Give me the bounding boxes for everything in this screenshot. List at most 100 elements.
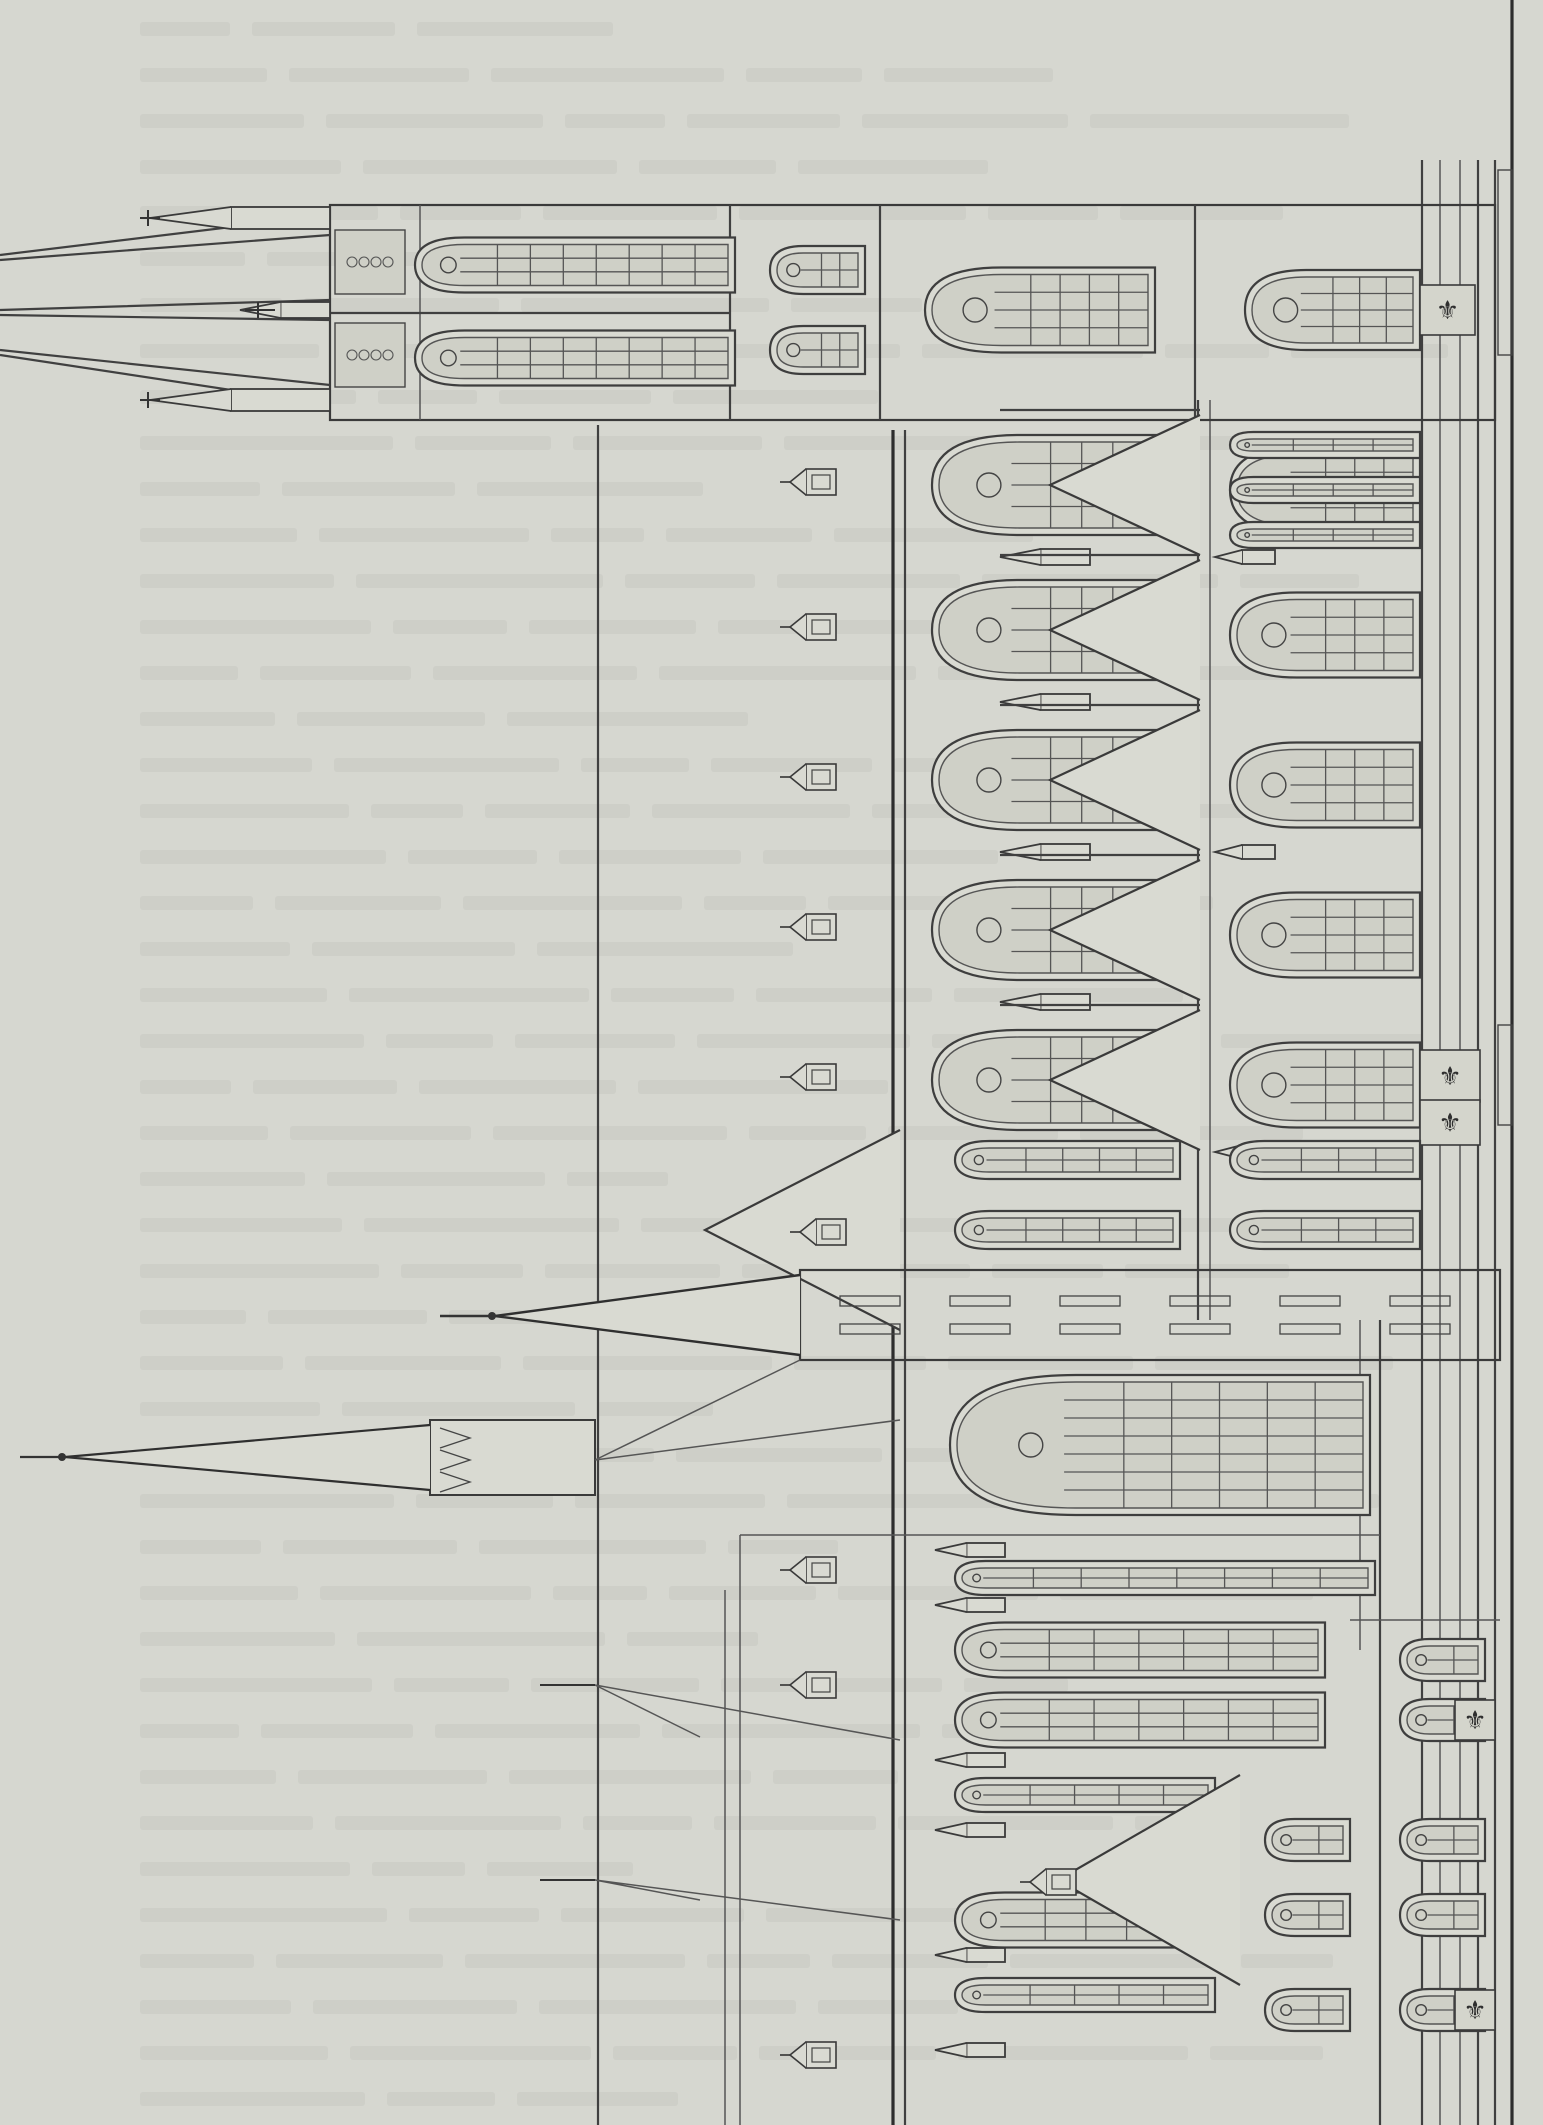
pinnacle-shaft xyxy=(279,301,331,319)
ghost-line xyxy=(140,1218,342,1232)
pinnacle-cap xyxy=(999,693,1041,711)
ghost-line xyxy=(435,1724,640,1738)
ghost-line xyxy=(342,1402,575,1416)
roof-dormer xyxy=(780,1671,837,1699)
ghost-line xyxy=(611,988,734,1002)
tower-slot xyxy=(1279,1295,1341,1307)
fleche-tracery xyxy=(439,1471,473,1493)
ghost-line xyxy=(297,712,485,726)
gothic-window xyxy=(1228,591,1422,679)
tracery-circle xyxy=(1244,487,1251,493)
fleche-tracery xyxy=(439,1427,473,1449)
pinnacle-cap xyxy=(934,2042,967,2058)
roof-dormer xyxy=(780,763,837,791)
ghost-line xyxy=(335,1816,561,1830)
tracery-circle xyxy=(1018,1432,1044,1458)
ghost-line xyxy=(728,1540,838,1554)
ghost-line xyxy=(140,1678,372,1692)
ghost-line xyxy=(140,2000,291,2014)
ghost-line xyxy=(791,298,922,312)
ghost-line xyxy=(140,666,238,680)
tracery-circle xyxy=(973,1224,985,1236)
ground-line xyxy=(1493,0,1514,2125)
window-glazing xyxy=(956,1381,1364,1509)
pinnacle xyxy=(239,301,331,319)
dormer-window xyxy=(1051,1874,1071,1890)
tracery-circle xyxy=(439,256,457,274)
pinnacle-shaft xyxy=(965,1542,1006,1558)
gothic-window xyxy=(1228,1139,1422,1181)
ghost-line xyxy=(746,68,862,82)
pinnacle-shaft xyxy=(230,206,331,230)
pinnacle-shaft xyxy=(1241,844,1276,860)
fleur-de-lis-panel: ⚜ xyxy=(1454,1989,1496,2031)
ghost-line xyxy=(499,390,651,404)
fleche-tracery xyxy=(439,1449,473,1471)
fleche-base xyxy=(429,1419,596,1496)
fleur-de-lis-icon: ⚜ xyxy=(1463,1996,1486,2026)
pinnacle xyxy=(1211,844,1276,860)
gothic-window xyxy=(953,1621,1327,1679)
ghost-line xyxy=(140,1862,350,1876)
gothic-window xyxy=(953,1776,1217,1814)
pinnacle xyxy=(999,843,1091,861)
ghost-line xyxy=(948,1356,1133,1370)
dormer-gable xyxy=(788,913,807,941)
dormer-window xyxy=(811,2047,831,2063)
gothic-window xyxy=(953,1691,1327,1749)
tracery-detail xyxy=(358,349,370,361)
tower-slot xyxy=(839,1295,901,1307)
ghost-line xyxy=(669,1586,816,1600)
ghost-line xyxy=(493,1126,727,1140)
pinnacle xyxy=(999,693,1091,711)
pinnacle-cap xyxy=(934,1542,967,1558)
pinnacle-shaft xyxy=(1039,548,1091,566)
ghost-line xyxy=(260,666,411,680)
ghost-line xyxy=(401,1264,523,1278)
ghost-line xyxy=(371,804,463,818)
ghost-line xyxy=(253,1080,397,1094)
ghost-line xyxy=(773,1770,898,1784)
dormer-body xyxy=(1045,1868,1077,1896)
dormer-body xyxy=(805,1671,837,1699)
fleur-de-lis-icon: ⚜ xyxy=(1436,296,1459,326)
ghost-line xyxy=(305,1356,501,1370)
ghost-line xyxy=(964,1678,1068,1692)
ghost-line xyxy=(387,2092,495,2106)
tower-slot xyxy=(949,1323,1011,1335)
fleche-stay xyxy=(594,1359,901,1461)
ghost-line xyxy=(268,1310,427,1324)
pinnacle-cap xyxy=(934,1752,967,1768)
tracery-circle xyxy=(1280,1833,1293,1847)
tracery-circle xyxy=(1261,922,1287,948)
dormer-body xyxy=(805,2041,837,2069)
stay xyxy=(594,1684,901,1741)
gothic-window xyxy=(1263,1987,1352,2033)
ghost-line xyxy=(433,666,637,680)
ghost-line xyxy=(140,1310,246,1324)
ghost-line xyxy=(575,1494,765,1508)
tracery-circle xyxy=(786,342,801,358)
ghost-line xyxy=(1241,1954,1333,1968)
gothic-window xyxy=(1228,430,1422,460)
ghost-line xyxy=(477,482,703,496)
ghost-line xyxy=(140,1816,313,1830)
ghost-line xyxy=(364,1218,619,1232)
ghost-line xyxy=(394,1678,509,1692)
tracery-circle xyxy=(1261,1072,1287,1098)
pinnacle-shaft xyxy=(965,1822,1006,1838)
ghost-line xyxy=(252,22,395,36)
ghost-line xyxy=(326,114,543,128)
choir: ⚜⚜ xyxy=(540,1373,1500,2069)
gothic-window xyxy=(1228,741,1422,829)
ghost-line xyxy=(561,1908,744,1922)
ghost-line xyxy=(666,528,812,542)
ghost-line xyxy=(759,2046,936,2060)
ghost-line xyxy=(140,160,341,174)
tower-slot xyxy=(1389,1295,1451,1307)
ghost-line xyxy=(581,758,689,772)
ghost-line xyxy=(276,1954,443,1968)
fleur-de-lis-icon: ⚜ xyxy=(1438,1109,1461,1139)
dormer-body xyxy=(805,613,837,641)
